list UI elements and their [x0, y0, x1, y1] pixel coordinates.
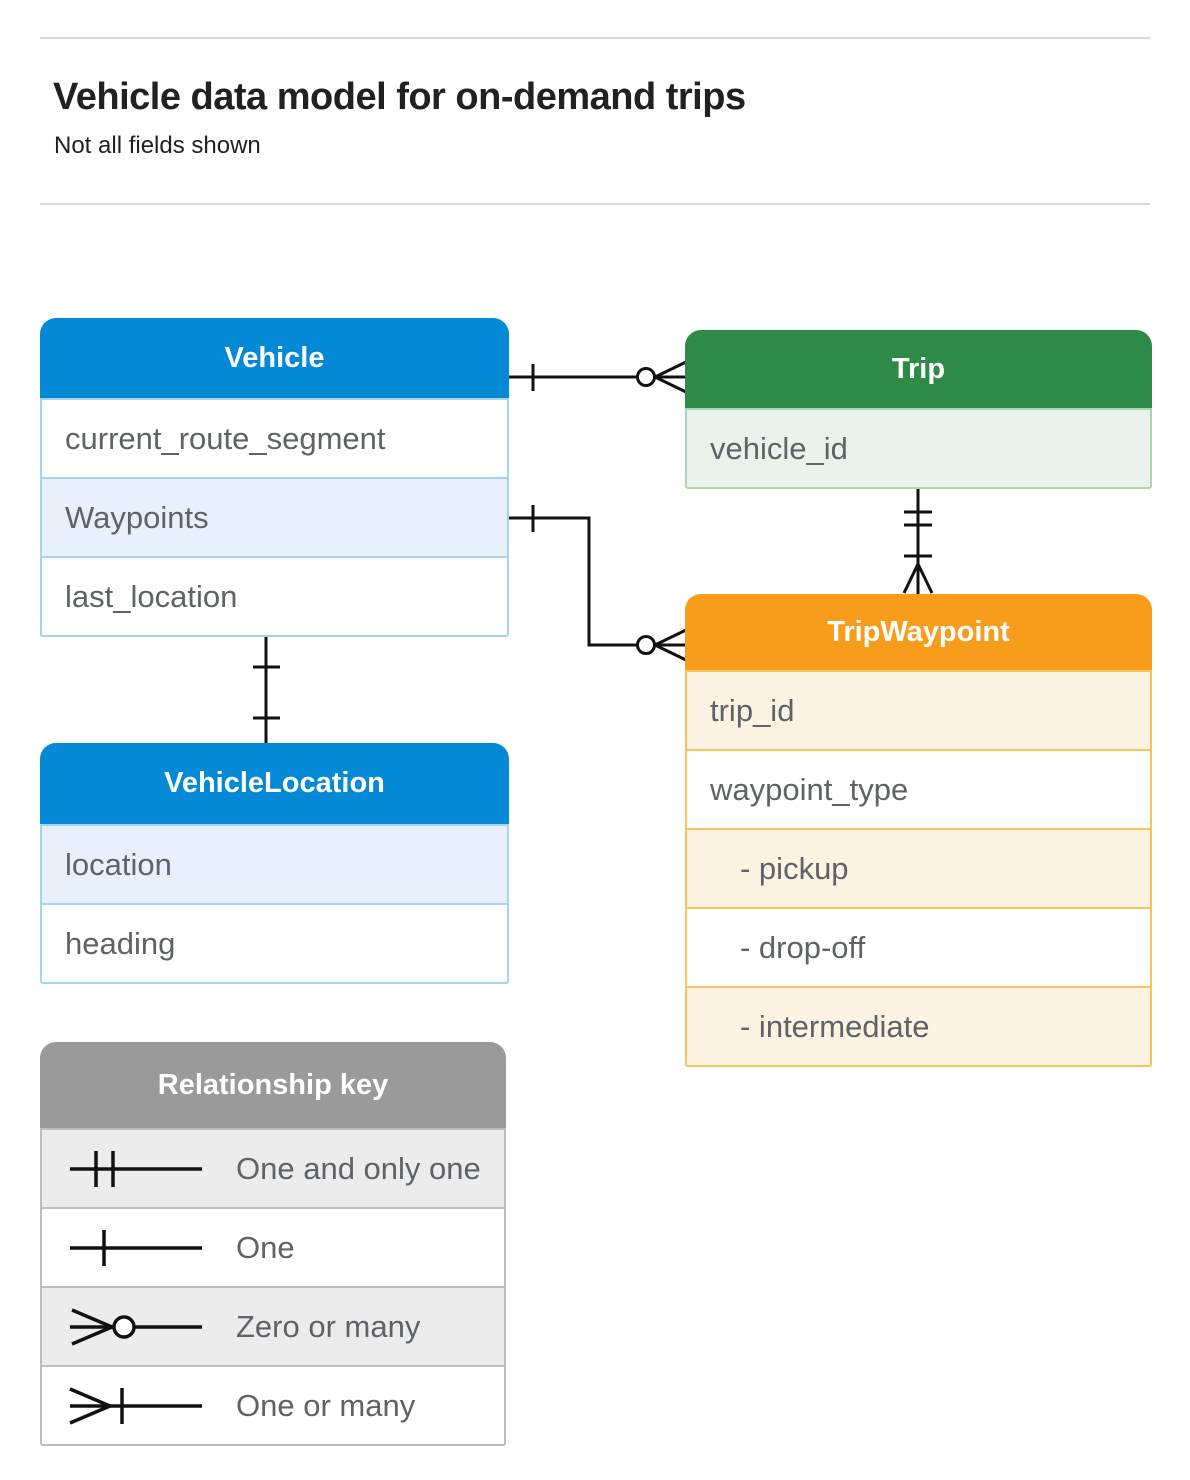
- entity-vehiclelocation-fields: location heading: [40, 824, 509, 984]
- zero-circle: [636, 635, 656, 655]
- header-divider: [40, 203, 1150, 205]
- field-last-location: last_location: [65, 578, 238, 614]
- key-label: Zero or many: [236, 1308, 421, 1344]
- field-drop-off: - drop-off: [687, 909, 1150, 988]
- entity-vehicle: Vehicle current_route_segment Waypoints …: [40, 318, 509, 637]
- crow-foot: [654, 628, 687, 647]
- key-row-one-and-only-one: One and only one: [42, 1130, 504, 1209]
- zero-circle: [636, 367, 656, 387]
- connector-vehicle-vehiclelocation: [253, 637, 280, 743]
- zero-or-many-symbol: [70, 1307, 202, 1346]
- crow-foot: [654, 360, 687, 379]
- relationship-key-rows: One and only one One Zero or many: [40, 1128, 506, 1446]
- entity-vehiclelocation: VehicleLocation location heading: [40, 743, 509, 984]
- field-waypoints: Waypoints: [42, 479, 507, 558]
- connector-waypoints-tripwaypoint: [509, 505, 687, 662]
- field-location: location: [42, 826, 507, 905]
- relationship-key-title: Relationship key: [40, 1042, 506, 1128]
- key-label: One and only one: [236, 1150, 481, 1186]
- entity-tripwaypoint: TripWaypoint trip_id waypoint_type - pic…: [685, 594, 1152, 1067]
- key-row-zero-or-many: Zero or many: [42, 1288, 504, 1367]
- entity-trip-title: Trip: [685, 330, 1152, 408]
- connector-trip-tripwaypoint: [902, 489, 934, 594]
- entity-tripwaypoint-fields: trip_id waypoint_type - pickup - drop-of…: [685, 670, 1152, 1067]
- connector-vehicle-trip: [509, 360, 687, 394]
- key-label: One or many: [236, 1387, 416, 1423]
- entity-vehicle-title: Vehicle: [40, 318, 509, 398]
- entity-tripwaypoint-title: TripWaypoint: [685, 594, 1152, 670]
- page-title: Vehicle data model for on-demand trips: [53, 76, 746, 118]
- page-subtitle: Not all fields shown: [54, 132, 261, 159]
- entity-trip-fields: vehicle_id: [685, 408, 1152, 489]
- one-and-only-one-symbol: [70, 1150, 202, 1187]
- relationship-key: Relationship key One and only one One: [40, 1042, 506, 1446]
- entity-vehiclelocation-title: VehicleLocation: [40, 743, 509, 824]
- field-intermediate: - intermediate: [687, 988, 1150, 1065]
- top-divider: [40, 37, 1150, 39]
- key-row-one-or-many: One or many: [42, 1367, 504, 1444]
- key-row-one: One: [42, 1209, 504, 1288]
- one-symbol: [70, 1229, 202, 1266]
- field-heading: heading: [65, 925, 176, 961]
- entity-trip: Trip vehicle_id: [685, 330, 1152, 489]
- entity-vehicle-fields: current_route_segment Waypoints last_loc…: [40, 398, 509, 637]
- field-current-route-segment: current_route_segment: [42, 400, 507, 479]
- one-or-many-symbol: [69, 1386, 202, 1425]
- crow-foot: [902, 563, 920, 594]
- field-vehicle-id: vehicle_id: [687, 410, 1150, 487]
- field-waypoint-type: waypoint_type: [687, 751, 1150, 830]
- key-label: One: [236, 1229, 295, 1265]
- field-pickup: - pickup: [687, 830, 1150, 909]
- field-trip-id: trip_id: [687, 672, 1150, 751]
